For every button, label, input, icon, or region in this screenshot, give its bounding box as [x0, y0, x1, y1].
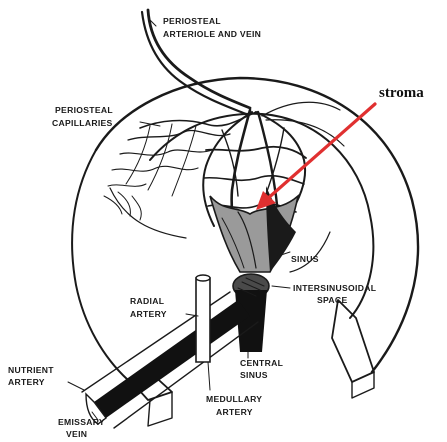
stroma-and-sinus-region — [210, 186, 298, 272]
label-radial-artery-line1: RADIAL — [130, 296, 164, 306]
label-emissary-vein-line2: VEIN — [66, 429, 87, 439]
stroma-callout-text: stroma — [379, 85, 424, 101]
label-medullary-artery-line1: MEDULLARY — [206, 394, 262, 404]
label-periosteal-arteriole-line2: ARTERIOLE AND VEIN — [163, 29, 261, 39]
label-emissary-vein-line1: EMISSARY — [58, 417, 105, 427]
label-medullary-artery-line2: ARTERY — [216, 407, 253, 417]
label-nutrient-artery-line2: ARTERY — [8, 377, 45, 387]
label-periosteal-capillaries-line1: PERIOSTEAL — [55, 105, 113, 115]
label-central-sinus-line2: SINUS — [240, 370, 268, 380]
label-nutrient-artery-line1: NUTRIENT — [8, 365, 54, 375]
label-intersinusoidal-line2: SPACE — [317, 295, 347, 305]
label-periosteal-capillaries-line2: CAPILLARIES — [52, 118, 113, 128]
label-periosteal-arteriole-line1: PERIOSTEAL — [163, 16, 221, 26]
label-radial-artery-line2: ARTERY — [130, 309, 167, 319]
label-sinus: SINUS — [291, 254, 319, 264]
label-central-sinus-line1: CENTRAL — [240, 358, 283, 368]
radial-artery-vessel — [196, 275, 210, 362]
label-intersinusoidal-line1: INTERSINUSOIDAL — [293, 283, 376, 293]
